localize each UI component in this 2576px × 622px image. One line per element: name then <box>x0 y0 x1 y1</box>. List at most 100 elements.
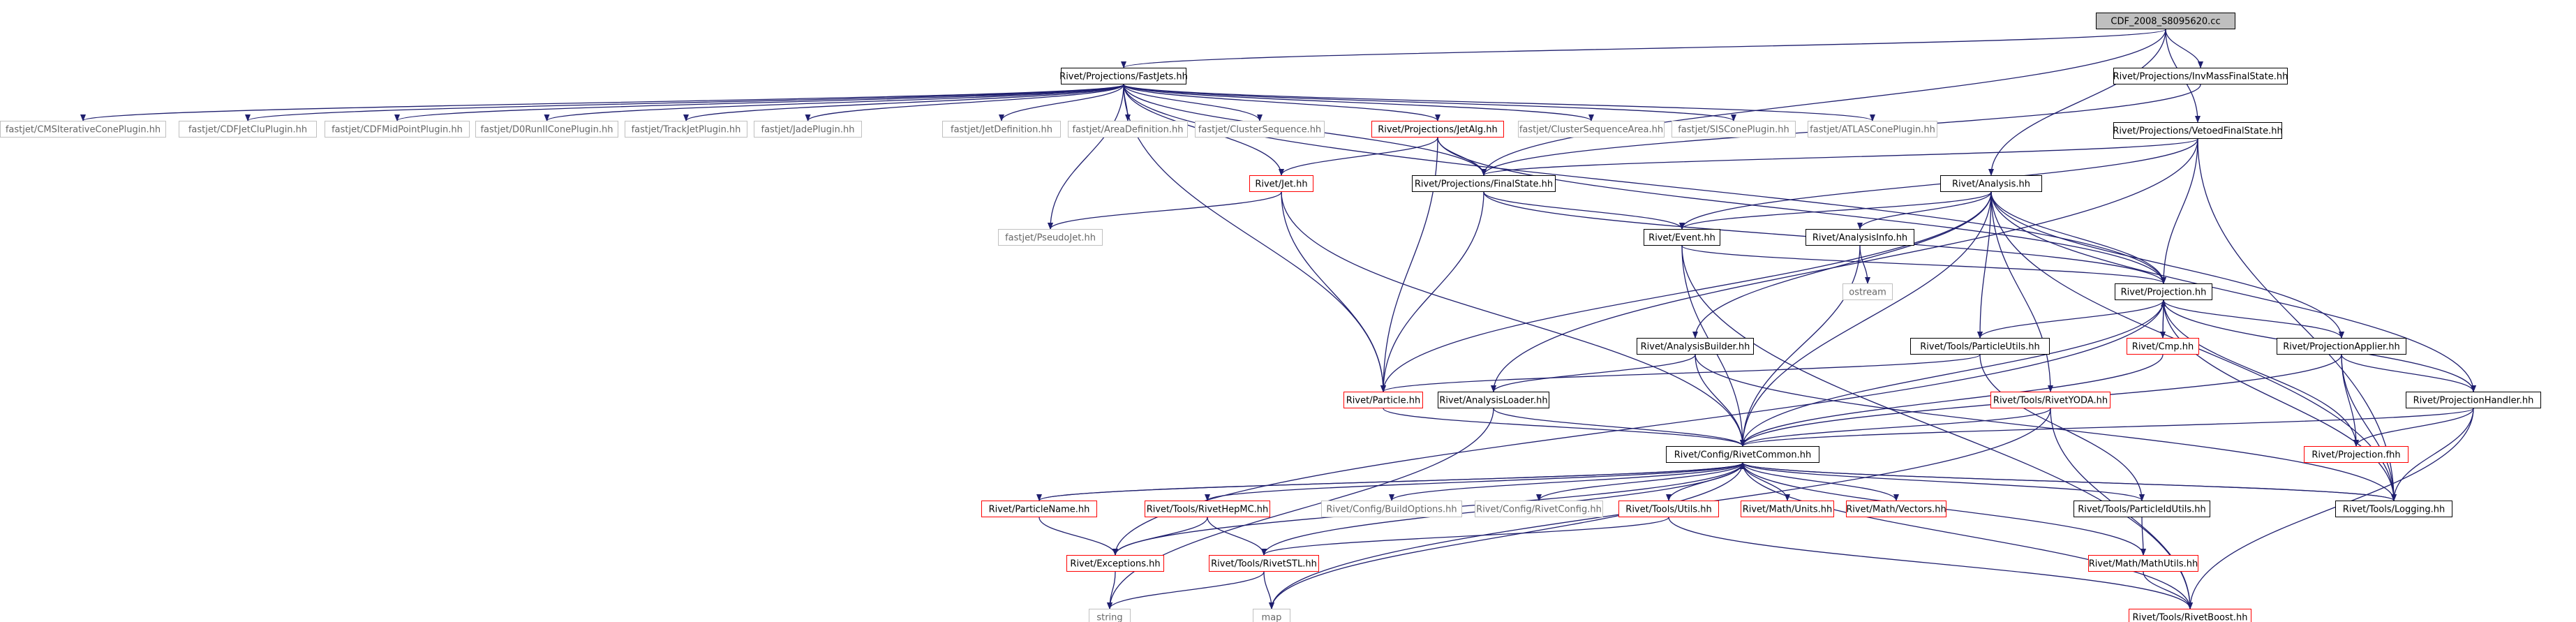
edge-particleutils-to-particleidutils <box>1979 354 2145 501</box>
node-box <box>2088 555 2198 572</box>
edge-rivetcommon-to-rivetboost <box>1742 462 2193 609</box>
node-toolsutils[interactable]: Rivet/Tools/Utils.hh <box>1618 501 1719 517</box>
edge-particlename-to-rivetcommon <box>1038 462 1745 501</box>
node-label: ostream <box>1849 288 1886 298</box>
edge-finalstate-to-event <box>1483 191 1685 230</box>
node-label: Rivet/AnalysisLoader.hh <box>1439 396 1547 406</box>
node-fastjets[interactable]: Rivet/Projections/FastJets.hh <box>1059 68 1188 84</box>
edge-analysis-to-particle <box>1380 191 1992 392</box>
node-rivetconfig: Rivet/Config/RivetConfig.hh <box>1475 501 1603 517</box>
node-event[interactable]: Rivet/Event.hh <box>1644 229 1720 246</box>
node-cmp[interactable]: Rivet/Cmp.hh <box>2127 338 2199 355</box>
node-jetalg[interactable]: Rivet/Projections/JetAlg.hh <box>1371 121 1504 138</box>
edge-analysis-to-rivetcommon <box>1740 191 1992 447</box>
edge-rivetcommon-to-particleidutils <box>1742 462 2145 501</box>
node-box <box>1846 501 1946 517</box>
node-vetoed[interactable]: Rivet/Projections/VetoedFinalState.hh <box>2113 122 2283 139</box>
node-label: fastjet/CDFMidPointPlugin.hh <box>332 125 463 135</box>
node-analysisinfo[interactable]: Rivet/AnalysisInfo.hh <box>1806 229 1914 246</box>
node-box <box>1940 175 2042 192</box>
node-box <box>1321 501 1462 517</box>
node-projhandler[interactable]: Rivet/ProjectionHandler.hh <box>2406 392 2541 408</box>
node-box <box>2406 392 2541 408</box>
node-label: Rivet/Projections/JetAlg.hh <box>1378 125 1498 135</box>
edge-finalstate-to-particle <box>1380 191 1484 392</box>
node-logging[interactable]: Rivet/Tools/Logging.hh <box>2335 501 2452 517</box>
node-jet[interactable]: Rivet/Jet.hh <box>1249 175 1313 192</box>
edge-projhandler-to-logging <box>2391 408 2474 501</box>
node-projapplier[interactable]: Rivet/ProjectionApplier.hh <box>2277 338 2406 355</box>
node-box <box>1910 338 2050 355</box>
node-jetdef: fastjet/JetDefinition.hh <box>942 121 1061 138</box>
edge-rivethepmc-to-exceptions <box>1112 517 1208 556</box>
node-mathutils[interactable]: Rivet/Math/MathUtils.hh <box>2088 555 2198 572</box>
edge-rivetcommon-to-rivetconfig <box>1536 462 1743 501</box>
edge-analysis-to-rivetyoda <box>1990 191 2053 392</box>
node-label: Rivet/Projections/FinalState.hh <box>1415 179 1553 190</box>
node-box <box>2127 338 2199 355</box>
edge-fastjets-to-d0run <box>544 84 1124 121</box>
edge-projapplier-to-projhandler <box>2341 354 2476 392</box>
node-analysisbuilder[interactable]: Rivet/AnalysisBuilder.hh <box>1637 338 1754 355</box>
node-label: Rivet/Config/RivetConfig.hh <box>1476 505 1602 515</box>
edge-projection-to-particleutils <box>1977 299 2164 339</box>
node-label: fastjet/D0RunIIConePlugin.hh <box>480 125 613 135</box>
node-analysisloader[interactable]: Rivet/AnalysisLoader.hh <box>1438 392 1549 408</box>
node-particleutils[interactable]: Rivet/Tools/ParticleUtils.hh <box>1910 338 2050 355</box>
edge-root-to-analysis <box>1988 29 2166 176</box>
edge-vetoed-to-finalstate <box>1481 138 2198 176</box>
edge-fastjets-to-clusterseq <box>1123 84 1263 121</box>
nodes-layer: CDF_2008_S8095620.ccRivet/Projections/Fa… <box>0 13 2541 622</box>
node-rivethepmc[interactable]: Rivet/Tools/RivetHepMC.hh <box>1145 501 1270 517</box>
node-finalstate[interactable]: Rivet/Projections/FinalState.hh <box>1412 175 1556 192</box>
node-box <box>1518 121 1665 138</box>
node-mathunits[interactable]: Rivet/Math/Units.hh <box>1741 501 1834 517</box>
node-particleidutils[interactable]: Rivet/Tools/ParticleIdUtils.hh <box>2074 501 2210 517</box>
node-d0run: fastjet/D0RunIIConePlugin.hh <box>475 121 618 138</box>
edge-fastjets-to-jade <box>805 84 1124 121</box>
node-box <box>1089 609 1131 622</box>
node-label: fastjet/JadePlugin.hh <box>761 125 855 135</box>
node-label: fastjet/AreaDefinition.hh <box>1073 125 1184 135</box>
node-particlename[interactable]: Rivet/ParticleName.hh <box>981 501 1097 517</box>
edge-analysis-to-projhandler <box>1990 191 2476 392</box>
edge-cmp-to-rivetcommon <box>1740 354 2164 447</box>
node-ostream: ostream <box>1842 283 1893 300</box>
node-box <box>1068 121 1188 138</box>
node-mathvectors[interactable]: Rivet/Math/Vectors.hh <box>1846 501 1946 517</box>
node-string: string <box>1089 609 1131 622</box>
node-box <box>2277 338 2406 355</box>
node-rivetboost[interactable]: Rivet/Tools/RivetBoost.hh <box>2129 609 2251 622</box>
node-label: Rivet/Math/MathUtils.hh <box>2089 559 2198 570</box>
edge-analysisinfo-to-rivetcommon <box>1740 245 1861 447</box>
node-rivetcommon[interactable]: Rivet/Config/RivetCommon.hh <box>1666 446 1819 463</box>
node-analysis[interactable]: Rivet/Analysis.hh <box>1940 175 2042 192</box>
node-exceptions[interactable]: Rivet/Exceptions.hh <box>1066 555 1164 572</box>
node-rivetstl[interactable]: Rivet/Tools/RivetSTL.hh <box>1209 555 1319 572</box>
node-box <box>998 229 1103 246</box>
edge-fastjets-to-jetalg <box>1123 84 1440 121</box>
edge-event-to-rivetboost <box>1681 245 2193 609</box>
node-box <box>1343 392 1423 408</box>
node-label: Rivet/Projections/FastJets.hh <box>1059 72 1188 82</box>
node-particle[interactable]: Rivet/Particle.hh <box>1343 392 1423 408</box>
node-projection[interactable]: Rivet/Projection.hh <box>2115 283 2212 300</box>
edge-jetalg-to-projection <box>1437 137 2166 284</box>
node-invmass[interactable]: Rivet/Projections/InvMassFinalState.hh <box>2113 68 2288 84</box>
node-label: Rivet/Tools/RivetHepMC.hh <box>1147 505 1269 515</box>
node-label: Rivet/Math/Vectors.hh <box>1846 505 1946 515</box>
node-label: Rivet/Config/BuildOptions.hh <box>1326 505 1457 515</box>
edge-fastjets-to-trackjet <box>683 84 1124 121</box>
node-root[interactable]: CDF_2008_S8095620.cc <box>2096 13 2235 29</box>
node-label: Rivet/ProjectionHandler.hh <box>2413 396 2534 406</box>
node-box <box>1066 555 1164 572</box>
node-rivetyoda[interactable]: Rivet/Tools/RivetYODA.hh <box>1990 392 2110 408</box>
edge-projection-to-logging <box>2163 299 2397 501</box>
node-label: Rivet/Tools/ParticleIdUtils.hh <box>2078 505 2206 515</box>
edge-rivetstl-to-string <box>1107 571 1265 609</box>
node-box <box>1253 609 1290 622</box>
edge-rivetcommon-to-map <box>1269 462 1743 609</box>
node-label: Rivet/Projection.fhh <box>2311 450 2400 461</box>
edge-vetoed-to-event <box>1679 138 2198 230</box>
node-projectionfhh[interactable]: Rivet/Projection.fhh <box>2304 446 2409 463</box>
